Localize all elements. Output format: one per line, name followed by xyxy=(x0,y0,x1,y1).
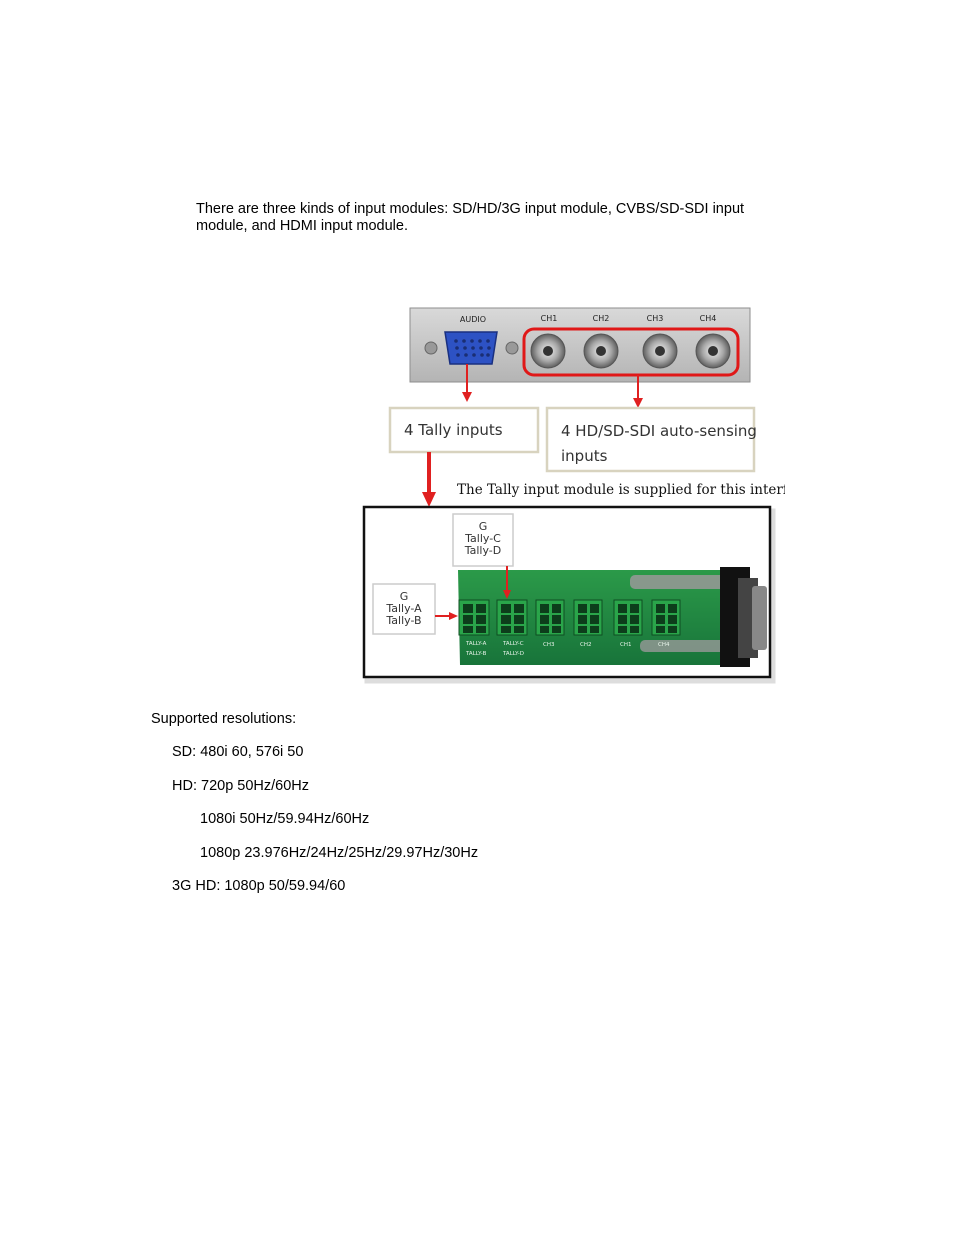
callout-cd-b: Tally-D xyxy=(464,544,502,557)
sdi-inputs-text-2: inputs xyxy=(561,447,608,465)
tally-inputs-text: 4 Tally inputs xyxy=(404,421,503,439)
callout-ab-a: Tally-A xyxy=(385,602,422,615)
input-module-figure: AUDIO CH1 CH2 CH3 CH4 4 Tally inputs 4 H… xyxy=(362,307,785,684)
sdi-inputs-box xyxy=(545,406,756,473)
resolution-hd: HD: 720p 50Hz/60Hz xyxy=(172,778,310,794)
audio-label: AUDIO xyxy=(460,315,486,324)
callout-tally-ab xyxy=(372,583,436,635)
callout-cd-arrow xyxy=(503,566,511,599)
intro-paragraph: There are three kinds of input modules: … xyxy=(196,201,796,235)
board-label-tally-c: TALLY-C xyxy=(502,641,524,647)
resolution-3g: 3G HD: 1080p 50/59.94/60 xyxy=(172,878,346,894)
intro-line-2: module, and HDMI input module. xyxy=(196,218,408,234)
callout-cd-a: Tally-C xyxy=(464,532,501,545)
ch1-label: CH1 xyxy=(541,314,558,323)
board-label-ch2: CH2 xyxy=(580,642,591,648)
panel-arrows xyxy=(462,364,643,408)
callout-tally-cd xyxy=(452,513,514,567)
tally-inputs-box xyxy=(388,406,540,454)
bnc-connectors xyxy=(530,333,731,369)
board-label-ch1: CH1 xyxy=(620,642,631,648)
tally-module-note: The Tally input module is supplied for t… xyxy=(457,482,785,498)
db-connector xyxy=(720,567,767,667)
audio-db15-connector xyxy=(444,331,498,365)
board-label-tally-a: TALLY-A xyxy=(465,641,487,647)
callout-cd-g: G xyxy=(479,520,488,533)
resolution-hd-1080p: 1080p 23.976Hz/24Hz/25Hz/29.97Hz/30Hz xyxy=(200,845,479,861)
board-label-ch3: CH3 xyxy=(543,642,555,648)
module-arrow xyxy=(422,452,436,507)
sdi-highlight-box xyxy=(522,327,740,377)
sdi-inputs-text-1: 4 HD/SD-SDI auto-sensing xyxy=(561,422,757,440)
rear-panel-photo: AUDIO CH1 CH2 CH3 CH4 xyxy=(409,307,751,383)
board-label-ch4: CH4 xyxy=(658,642,670,648)
callout-ab-arrow xyxy=(435,612,458,620)
ch2-label: CH2 xyxy=(593,314,610,323)
callout-ab-b: Tally-B xyxy=(385,614,421,627)
resolutions-heading: Supported resolutions: xyxy=(151,711,297,727)
terminal-blocks xyxy=(458,599,681,636)
resolution-sd: SD: 480i 60, 576i 50 xyxy=(172,744,304,760)
tally-pcb-board: TALLY-A TALLY-B TALLY-C TALLY-D CH3 CH2 … xyxy=(458,567,767,667)
board-label-tally-d: TALLY-D xyxy=(502,651,524,657)
ch3-label: CH3 xyxy=(647,314,664,323)
intro-line-1: There are three kinds of input modules: … xyxy=(196,201,745,217)
resolution-hd-1080i: 1080i 50Hz/59.94Hz/60Hz xyxy=(200,811,370,827)
board-label-tally-b: TALLY-B xyxy=(465,651,487,657)
callout-ab-g: G xyxy=(400,590,409,603)
ch4-label: CH4 xyxy=(700,314,717,323)
